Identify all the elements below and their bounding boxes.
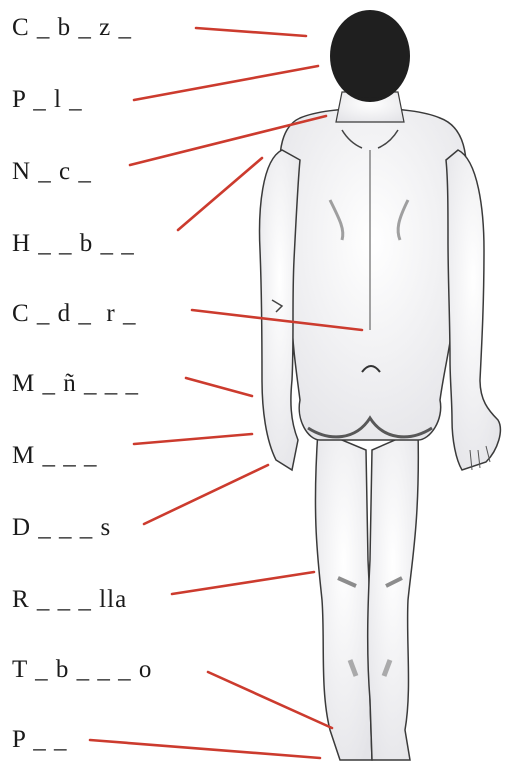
pointer-line-mano	[134, 434, 252, 444]
word-label-4: H _ _ b _ _	[12, 230, 135, 258]
word-label-1: C _ b _ z _	[12, 14, 132, 42]
word-label-2: P _ l _	[12, 86, 83, 114]
word-label-5: C _ d _ r _	[12, 300, 137, 328]
left-leg	[315, 430, 372, 760]
pointer-line-pelo	[134, 66, 318, 100]
word-label-7: M _ _ _	[12, 442, 97, 470]
pointer-line-dedos	[144, 465, 268, 524]
torso	[280, 108, 467, 440]
right-leg	[368, 430, 419, 760]
word-label-3: N _ c _	[12, 158, 92, 186]
pointer-line-hombro	[178, 158, 262, 230]
right-arm	[446, 150, 500, 470]
word-label-8: D _ _ _ s	[12, 514, 111, 542]
pointer-line-tobillo	[208, 672, 332, 728]
pointer-line-rodilla	[172, 572, 314, 594]
word-label-6: M _ ñ _ _ _	[12, 370, 139, 398]
pointer-line-muneca	[186, 378, 252, 396]
word-label-10: T _ b _ _ _ o	[12, 656, 152, 684]
word-label-11: P _ _	[12, 726, 67, 754]
word-label-9: R _ _ _ lla	[12, 586, 127, 614]
pointer-line-pie	[90, 740, 320, 758]
pointer-line-cabeza	[196, 28, 306, 36]
